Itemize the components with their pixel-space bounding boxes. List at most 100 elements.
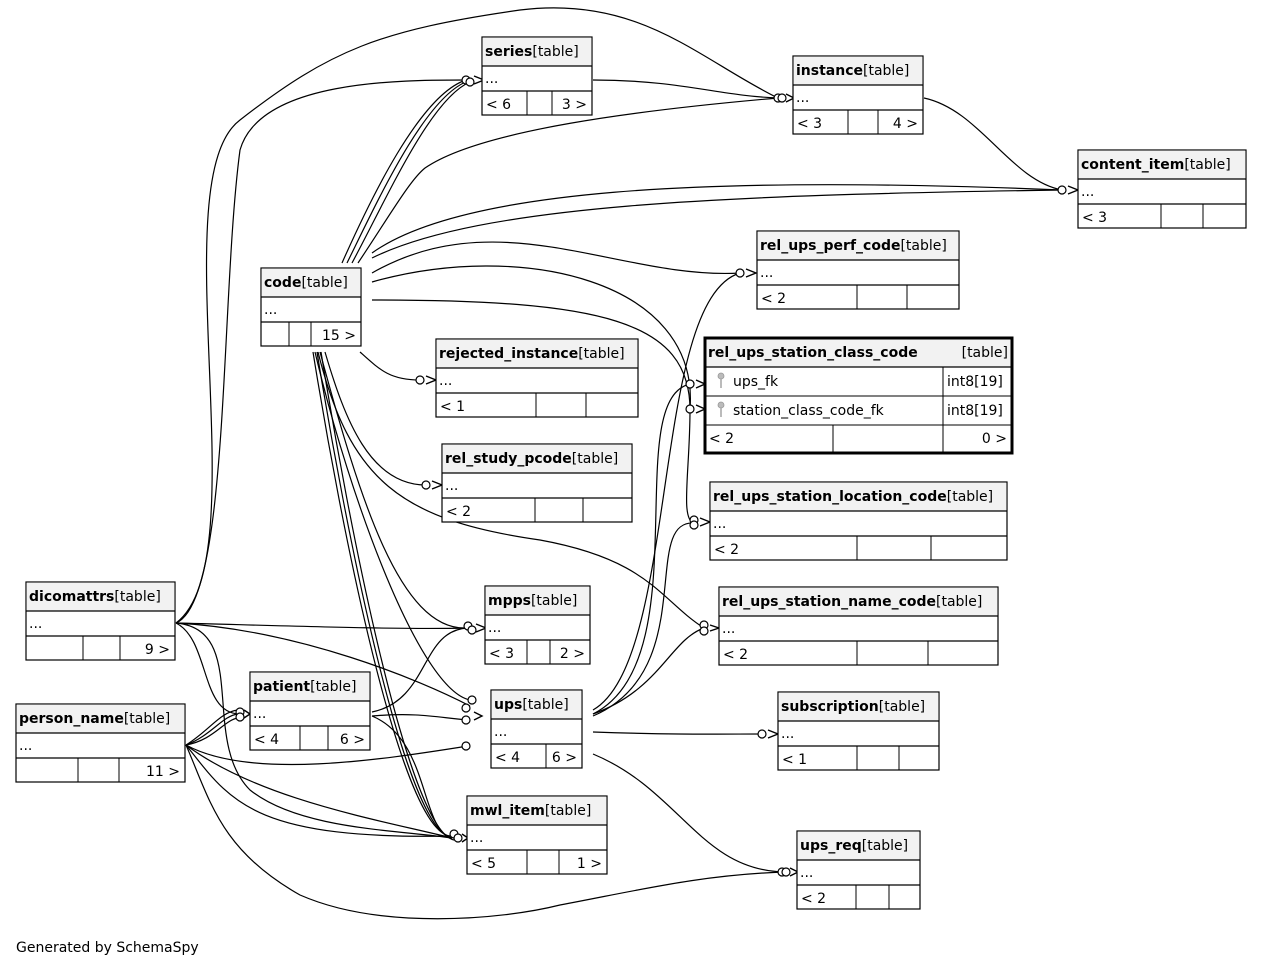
table-row: ...	[19, 738, 32, 754]
child-count[interactable]: 6 >	[340, 732, 365, 748]
child-count[interactable]: 0 >	[982, 431, 1007, 447]
parent-count[interactable]: < 2	[723, 647, 748, 663]
table-ups_req[interactable]: ups_req[table]...< 2	[796, 830, 921, 910]
child-count[interactable]: 11 >	[146, 764, 180, 780]
table-name: mpps	[488, 593, 531, 609]
table-row: ...	[796, 90, 809, 106]
table-name: dicomattrs	[29, 589, 114, 605]
parent-count[interactable]: < 3	[1082, 210, 1107, 226]
parent-count[interactable]: < 2	[801, 891, 826, 907]
table-row: ...	[760, 265, 773, 281]
table-header-bg	[778, 692, 939, 721]
edge-code-series	[351, 81, 471, 264]
parent-count[interactable]: < 2	[446, 504, 471, 520]
relationship-edges	[175, 7, 1063, 920]
table-header-bg	[436, 339, 638, 368]
child-count[interactable]: 1 >	[577, 856, 602, 872]
table-name: person_name	[19, 711, 124, 727]
edge-ups-upsreq	[592, 753, 785, 873]
table-title: rel_ups_perf_code[table]	[760, 238, 947, 254]
table-type-tag: [table]	[114, 589, 160, 605]
child-count[interactable]: 15 >	[322, 328, 356, 344]
table-rel_ups_station_location_code[interactable]: rel_ups_station_location_code[table]...<…	[709, 481, 1008, 561]
edge-person-patient	[185, 717, 239, 746]
child-count[interactable]: 4 >	[893, 116, 918, 132]
table-name: rejected_instance	[439, 346, 578, 362]
table-rel_ups_perf_code[interactable]: rel_ups_perf_code[table]... < 2	[756, 230, 960, 310]
edge-code-content	[371, 189, 1063, 259]
table-header-bg	[706, 339, 1011, 368]
table-title: patient[table]	[253, 679, 357, 695]
edge-code-perf	[371, 241, 741, 275]
table-type-tag: [table]	[900, 238, 946, 254]
table-row: ...	[485, 71, 498, 87]
table-rel_study_pcode[interactable]: rel_study_pcode[table]...< 2	[441, 443, 633, 523]
table-row: ...	[800, 865, 813, 881]
table-title: rel_ups_station_location_code[table]	[713, 489, 993, 505]
table-type-tag: [table]	[124, 711, 170, 727]
parent-count[interactable]: < 5	[471, 856, 496, 872]
parent-count[interactable]: < 3	[489, 646, 514, 662]
table-rejected_instance[interactable]: rejected_instance[table]...< 1	[435, 338, 639, 418]
parent-count[interactable]: < 1	[782, 752, 807, 768]
table-person_name[interactable]: person_name[table]... 11 >	[15, 703, 186, 783]
table-name: ups_req	[800, 838, 862, 854]
edge-code-mwl	[312, 351, 451, 837]
parent-count[interactable]: < 2	[761, 291, 786, 307]
column-name: station_class_code_fk	[733, 403, 885, 419]
parent-count[interactable]: < 4	[495, 750, 520, 766]
table-header-bg	[250, 672, 370, 701]
table-title: rel_study_pcode[table]	[445, 451, 618, 467]
table-header-bg	[26, 582, 175, 611]
table-title: mwl_item[table]	[470, 803, 591, 819]
table-header-bg	[16, 704, 185, 733]
edge-code-series	[341, 79, 467, 264]
table-type-tag: [table]	[879, 699, 925, 715]
parent-count[interactable]: < 2	[714, 542, 739, 558]
parent-count[interactable]: < 3	[797, 116, 822, 132]
table-dicomattrs[interactable]: dicomattrs[table]...9 >	[25, 581, 176, 661]
parent-count[interactable]: < 2	[709, 431, 734, 447]
edge-series-instance	[592, 79, 779, 99]
table-row: ...	[781, 726, 794, 742]
table-header-bg	[467, 796, 607, 825]
column-name: ups_fk	[733, 374, 779, 390]
parent-count[interactable]: < 4	[254, 732, 279, 748]
edge-code-mwl	[316, 351, 453, 839]
parent-count[interactable]: < 1	[440, 399, 465, 415]
edge-dicomattrs-ups	[175, 622, 471, 707]
edge-code-rejected	[359, 351, 421, 381]
edge-ups-subscription	[592, 731, 765, 735]
table-row: ...	[264, 302, 277, 318]
child-count[interactable]: 3 >	[562, 97, 587, 113]
edge-ups-perf	[592, 272, 741, 711]
table-instance[interactable]: instance[table]... < 3 4 >	[792, 55, 924, 135]
child-count[interactable]: 9 >	[145, 642, 170, 658]
table-type-tag: [table]	[301, 275, 347, 291]
table-title: instance[table]	[796, 63, 909, 79]
table-row: ...	[439, 373, 452, 389]
parent-count[interactable]: < 6	[486, 97, 511, 113]
edge-person-mwl	[185, 744, 453, 839]
table-content_item[interactable]: content_item[table]...< 3	[1077, 149, 1247, 229]
table-title: ups[table]	[494, 697, 569, 713]
table-header-bg	[261, 268, 361, 297]
table-subscription[interactable]: subscription[table]...< 1	[777, 691, 940, 771]
table-header-bg	[757, 231, 959, 260]
edge-code-series	[346, 80, 469, 264]
table-name: rel_ups_station_name_code	[722, 594, 936, 610]
table-code[interactable]: code[table]...15 >	[260, 267, 362, 347]
table-rel_ups_station_name_code[interactable]: rel_ups_station_name_code[table]...< 2	[718, 586, 999, 666]
edge-instance-content	[923, 97, 1063, 191]
edge-patient-mwl	[371, 715, 453, 839]
child-count[interactable]: 6 >	[552, 750, 577, 766]
child-count[interactable]: 2 >	[560, 646, 585, 662]
